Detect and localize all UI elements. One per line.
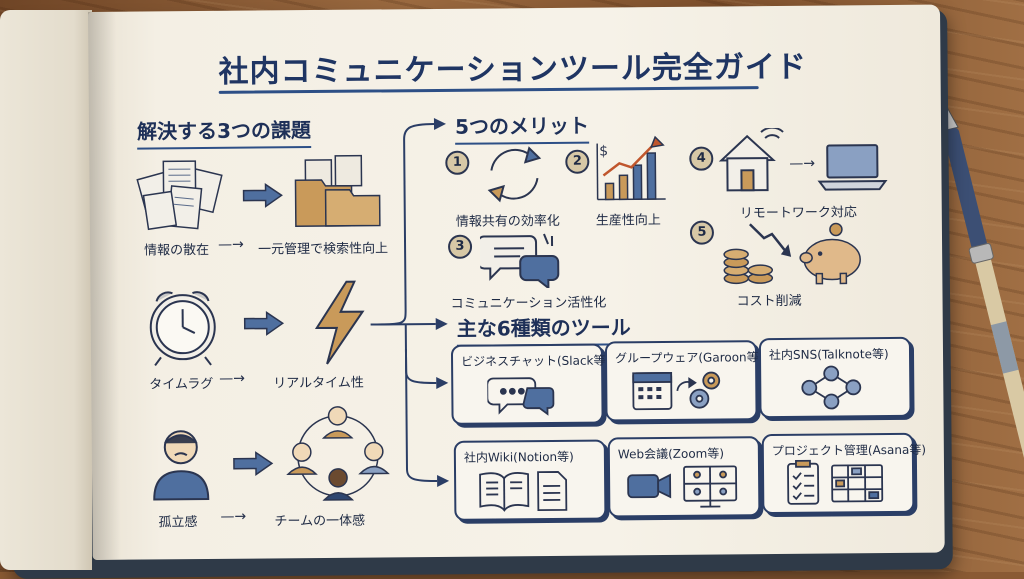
scattered-documents-icon: [135, 153, 226, 234]
merit-label: 生産性向上: [596, 209, 661, 229]
solution-label: リアルタイム性: [273, 372, 364, 392]
isolated-person-icon: [148, 425, 215, 502]
merit-label: コミュニケーション活性化: [450, 291, 606, 311]
lightning-icon: [308, 280, 369, 367]
alarm-clock-icon: [136, 281, 229, 368]
speech-bubbles-icon: [480, 230, 563, 289]
tool-card-label: グループウェア(Garoon等): [615, 348, 763, 366]
tool-card-label: ビジネスチャット(Slack等): [461, 351, 610, 369]
merits-heading: 5つのメリット: [455, 110, 589, 145]
arrow-right-icon: [232, 450, 274, 476]
coins-piggy-bank-icon: [720, 217, 871, 288]
tool-card-label: プロジェクト管理(Asana等): [772, 441, 926, 459]
tools-heading: 主な6種類のツール: [457, 311, 631, 347]
home-wifi-icon: [715, 128, 786, 195]
merit-number-badge: 5: [690, 221, 714, 245]
notebook-main-page: 社内コミュニケーションツール完全ガイド 解決する3つの課題: [88, 5, 945, 560]
cycle-arrows-icon: [479, 144, 550, 205]
notebook-left-page: [0, 10, 92, 570]
merit-number-badge: 3: [448, 235, 472, 259]
calendar-gears-icon: [629, 366, 729, 413]
problem-label: 情報の散在: [144, 239, 209, 259]
problem-label: 孤立感: [158, 511, 197, 530]
tool-card-label: 社内SNS(Talknote等): [769, 345, 889, 363]
organized-folders-icon: [291, 149, 384, 232]
svg-text:$: $: [599, 143, 608, 159]
tool-card: ビジネスチャット(Slack等): [451, 344, 604, 425]
problem-label: タイムラグ: [149, 373, 213, 393]
merit-label: コスト削減: [736, 290, 801, 310]
tool-card: プロジェクト管理(Asana等): [762, 433, 915, 514]
tool-card-label: Web会議(Zoom等): [618, 444, 724, 462]
merit-number-badge: 1: [445, 151, 469, 175]
book-document-icon: [476, 466, 576, 513]
merit-number-badge: 2: [565, 150, 589, 174]
tool-card-label: 社内Wiki(Notion等): [464, 448, 574, 466]
small-arrow-icon: —→: [218, 237, 244, 253]
merit-label: 情報共有の効率化: [456, 210, 560, 230]
tool-card: Web会議(Zoom等): [608, 436, 761, 517]
arrow-right-icon: [241, 182, 283, 208]
network-icon: [795, 363, 875, 410]
chat-bubbles-icon: [487, 370, 557, 417]
solution-label: チームの一体感: [274, 510, 365, 530]
growth-chart-icon: $: [593, 135, 668, 204]
small-arrow-icon: —→: [219, 371, 245, 387]
tool-card: グループウェア(Garoon等): [605, 340, 758, 421]
small-arrow-icon: —→: [789, 156, 815, 172]
solution-label: 一元管理で検索性向上: [258, 237, 388, 257]
page-title: 社内コミュニケーションツール完全ガイド: [218, 42, 807, 91]
laptop-icon: [817, 141, 887, 192]
tool-card: 社内SNS(Talknote等): [759, 337, 912, 418]
video-conference-icon: [624, 462, 744, 509]
tool-card: 社内Wiki(Notion等): [454, 439, 607, 520]
team-circle-icon: [277, 397, 398, 508]
merit-number-badge: 4: [689, 147, 713, 171]
arrow-right-icon: [243, 310, 285, 336]
checklist-board-icon: [784, 459, 894, 506]
small-arrow-icon: —→: [220, 509, 246, 525]
challenges-heading: 解決する3つの課題: [137, 114, 311, 150]
